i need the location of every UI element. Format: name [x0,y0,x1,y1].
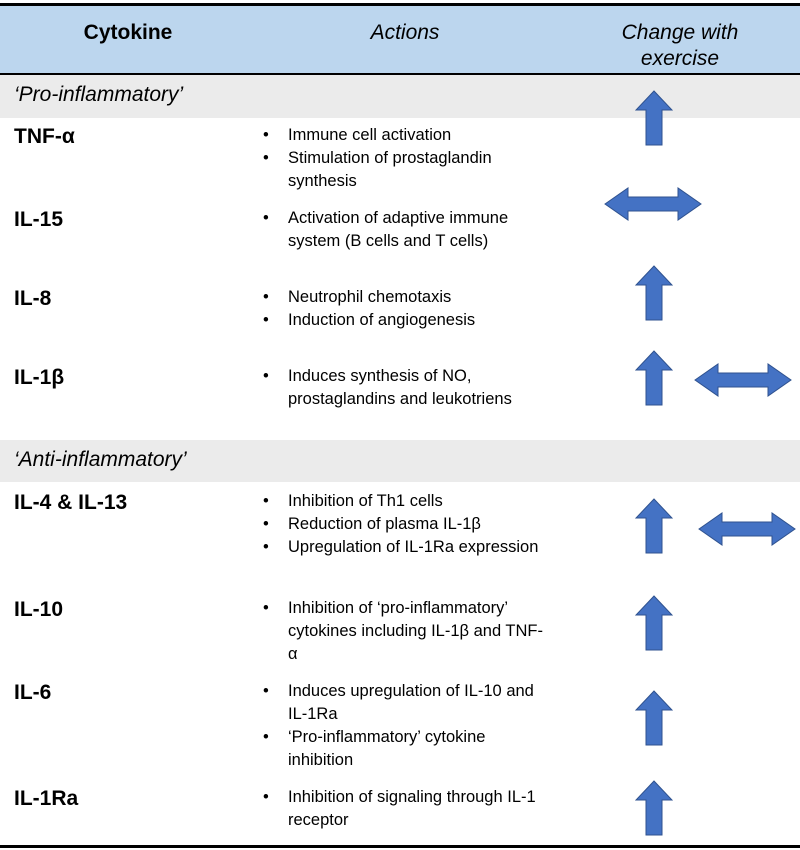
action-item: Immune cell activation [260,124,550,147]
up-arrow-icon [635,498,673,554]
cytokine-name: IL-1Ra [14,787,79,810]
header-bottom-rule [0,73,800,75]
section-title: ‘Anti-inflammatory’ [14,448,187,471]
section-pro-inflammatory: ‘Pro-inflammatory’ [0,75,800,118]
section-anti-inflammatory: ‘Anti-inflammatory’ [0,440,800,482]
actions-list: Inhibition of Th1 cells Reduction of pla… [260,490,550,559]
up-arrow-icon [635,90,673,146]
up-arrow-icon [635,265,673,321]
table-top-rule [0,3,800,6]
actions-list: Neutrophil chemotaxis Induction of angio… [260,286,550,332]
cytokine-name: IL-8 [14,287,52,310]
action-item: Reduction of plasma IL-1β [260,513,550,536]
actions-list: Inhibition of signaling through IL-1 rec… [260,786,550,832]
header-change-line2: exercise [640,47,720,70]
up-arrow-icon [635,780,673,836]
action-item: Induces upregulation of IL-10 and IL-1Ra [260,680,550,726]
action-item: Inhibition of Th1 cells [260,490,550,513]
left-right-arrow-icon [694,363,792,397]
action-item: Inhibition of ‘pro-inflammatory’ cytokin… [260,597,550,666]
actions-list: Inhibition of ‘pro-inflammatory’ cytokin… [260,597,550,666]
action-item: Stimulation of prostaglandin synthesis [260,147,550,193]
actions-list: Induces synthesis of NO, prostaglandins … [260,365,550,411]
action-item: Upregulation of IL-1Ra expression [260,536,550,559]
header-cytokine: Cytokine [83,21,173,44]
up-arrow-icon [635,350,673,406]
header-actions: Actions [370,21,440,44]
actions-list: Activation of adaptive immune system (B … [260,207,550,253]
action-item: ‘Pro-inflammatory’ cytokine inhibition [260,726,550,772]
table-bottom-rule [0,845,800,848]
cytokine-name: IL-1β [14,366,65,389]
actions-list: Induces upregulation of IL-10 and IL-1Ra… [260,680,550,772]
cytokine-name: IL-10 [14,598,64,621]
action-item: Neutrophil chemotaxis [260,286,550,309]
cytokine-name: TNF-α [14,125,75,148]
left-right-arrow-icon [604,187,702,221]
up-arrow-icon [635,595,673,651]
actions-list: Immune cell activation Stimulation of pr… [260,124,550,193]
action-item: Activation of adaptive immune system (B … [260,207,550,253]
section-title: ‘Pro-inflammatory’ [14,83,184,106]
up-arrow-icon [635,690,673,746]
action-item: Induces synthesis of NO, prostaglandins … [260,365,550,411]
cytokine-name: IL-4 & IL-13 [14,491,128,514]
cytokine-name: IL-15 [14,208,64,231]
action-item: Inhibition of signaling through IL-1 rec… [260,786,550,832]
header-change-line1: Change with [621,21,739,44]
header-change-with-exercise: Change with exercise [585,20,775,72]
cytokine-name: IL-6 [14,681,52,704]
action-item: Induction of angiogenesis [260,309,550,332]
table-header: Cytokine Actions Change with exercise [0,6,800,73]
left-right-arrow-icon [698,512,796,546]
